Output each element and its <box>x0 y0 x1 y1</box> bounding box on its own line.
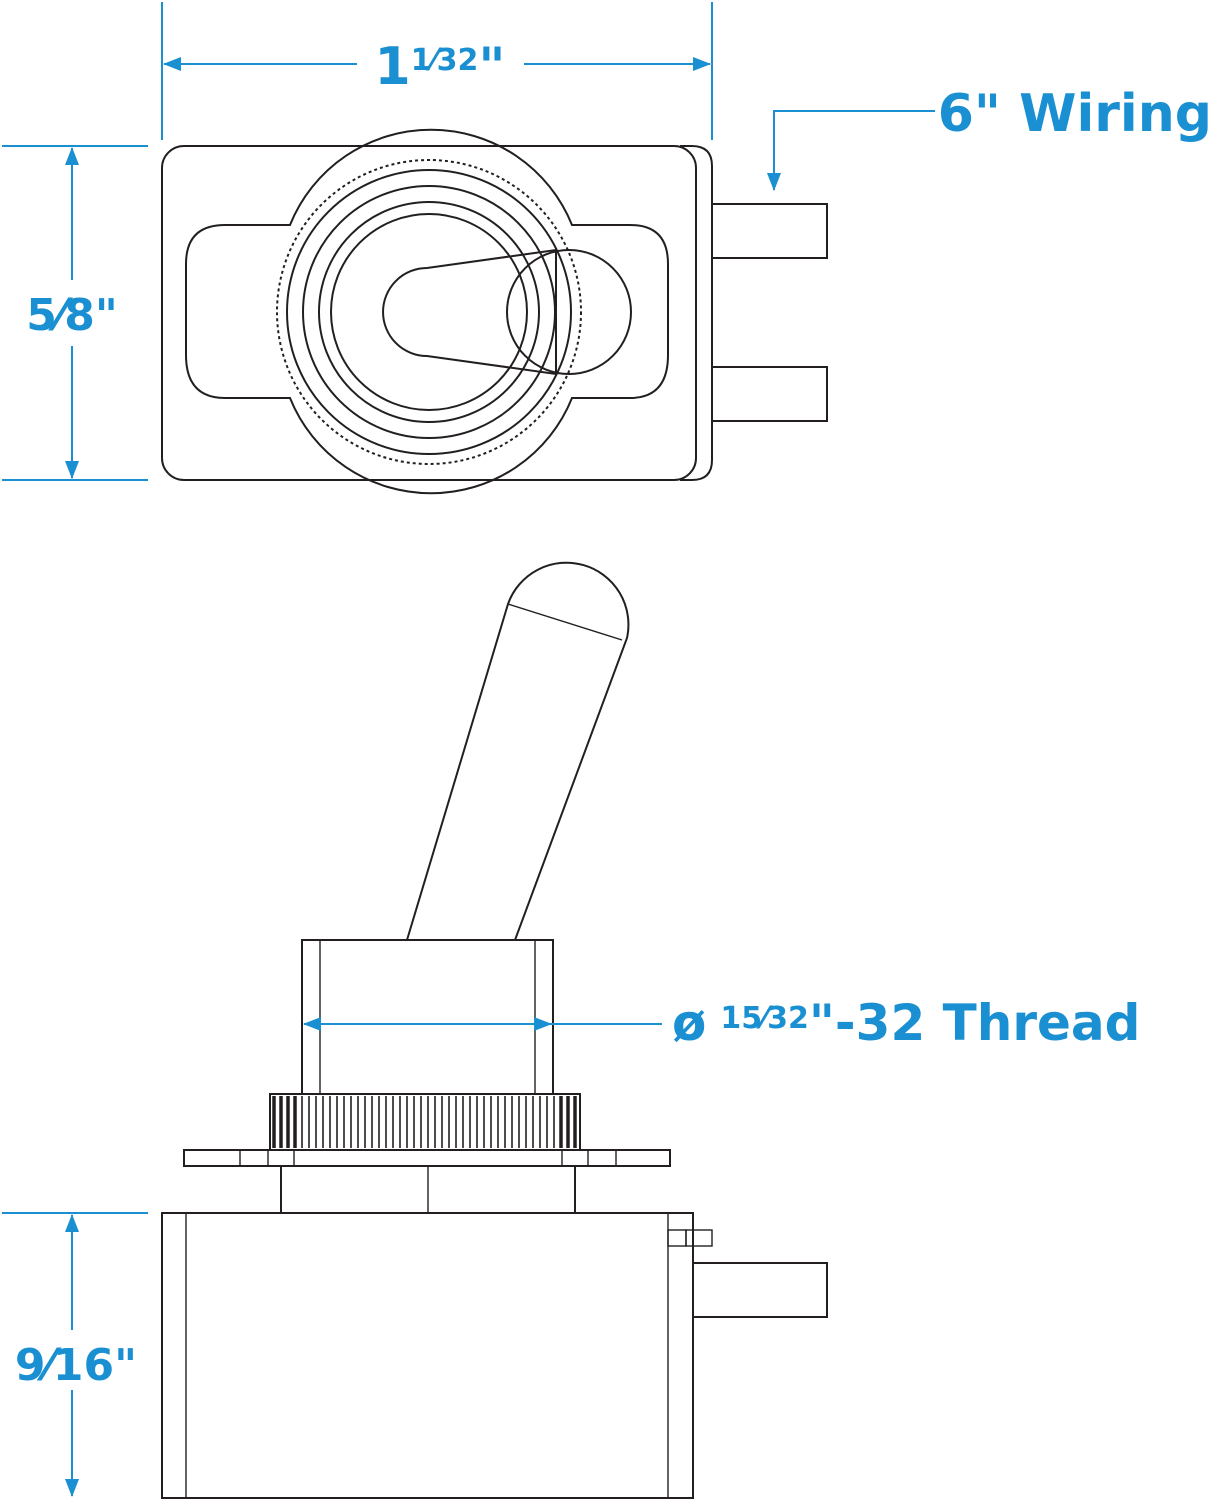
side-view-body-tab-small <box>667 1229 687 1247</box>
top-view-knurled-nut <box>276 159 582 465</box>
side-view <box>161 561 828 1499</box>
dimension-body-depth: 9⁄16" <box>2 1212 148 1497</box>
side-view-knurl-lines <box>272 1096 577 1148</box>
side-view-body <box>161 1212 694 1499</box>
body-depth-label: 9⁄16" <box>15 1340 137 1391</box>
top-view-back-plate <box>680 145 713 481</box>
wiring-label: 6" Wiring <box>938 84 1212 144</box>
top-view-bushing-mid <box>318 201 540 423</box>
top-view-body <box>161 145 697 481</box>
top-view-bushing-inner <box>330 213 528 411</box>
dimension-overall-length: 11⁄32" <box>161 2 713 140</box>
dimension-wiring: 6" Wiring <box>767 84 1212 191</box>
overall-length-label: 11⁄32" <box>375 37 506 97</box>
top-view-mounting-plate <box>185 128 669 495</box>
top-view-bushing-outer <box>302 185 556 439</box>
side-view-mounting-plate <box>183 1149 671 1167</box>
top-view-terminal-lower <box>711 366 828 422</box>
top-view-lever <box>382 248 557 376</box>
top-view-lever-tip <box>506 249 632 375</box>
top-view-terminal-upper <box>711 203 828 259</box>
height-top-label: 5⁄8" <box>26 290 118 341</box>
side-view-body-tab <box>685 1229 713 1247</box>
top-view <box>161 128 828 495</box>
side-view-bushing <box>301 939 554 1095</box>
side-view-terminal <box>692 1262 828 1318</box>
side-view-lever-cap-line <box>507 603 623 641</box>
top-view-nut-inner <box>286 169 572 455</box>
dimension-height-top: 5⁄8" <box>2 145 148 481</box>
side-view-lever <box>406 561 630 941</box>
